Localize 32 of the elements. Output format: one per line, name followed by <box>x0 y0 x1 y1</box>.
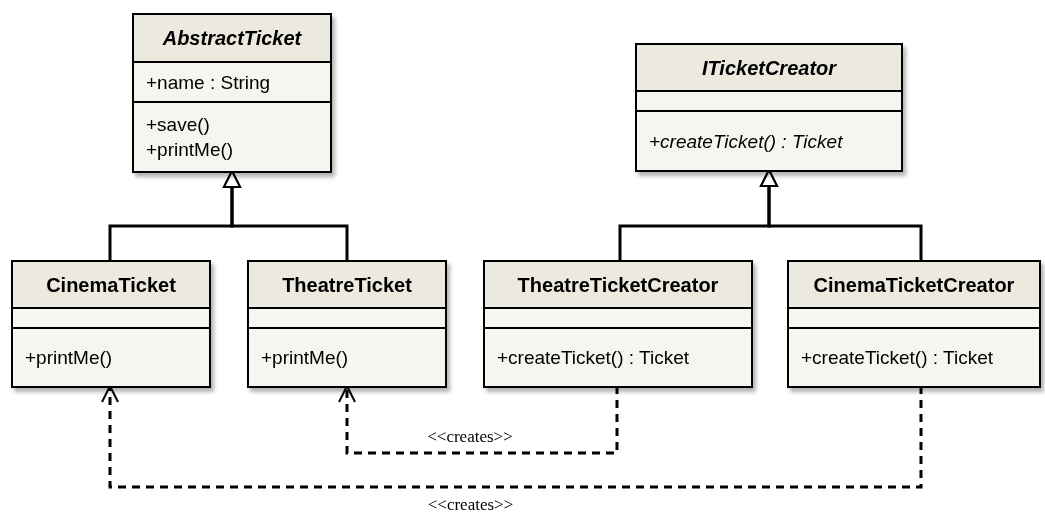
class-compartment <box>134 61 330 101</box>
class-name: TheatreTicket <box>282 272 412 298</box>
uml-class-box <box>132 13 332 173</box>
class-name: CinemaTicket <box>46 272 176 298</box>
uml-class-box <box>11 260 211 388</box>
empty-compartment <box>789 307 1039 327</box>
class-name: CinemaTicketCreator <box>813 272 1015 298</box>
uml-class-box <box>787 260 1041 388</box>
class-compartment <box>249 327 445 386</box>
class-compartment <box>789 327 1039 386</box>
class-compartment <box>13 327 209 386</box>
class-member: +printMe() <box>146 138 235 162</box>
class-name: AbstractTicket <box>162 26 302 51</box>
class-member: +createTicket() : Ticket <box>497 346 690 370</box>
uml-class-box <box>247 260 447 388</box>
empty-compartment <box>485 307 751 327</box>
class-member: +save() <box>146 113 211 137</box>
class-name: TheatreTicketCreator <box>517 272 719 298</box>
empty-compartment <box>13 307 209 327</box>
class-name: ITicketCreator <box>701 55 837 81</box>
class-member: +createTicket() : Ticket <box>801 346 994 370</box>
uml-class-box <box>635 43 903 172</box>
class-member: +printMe() <box>25 346 114 370</box>
class-member: +printMe() <box>261 346 350 370</box>
class-compartment <box>485 327 751 386</box>
uml-class-box <box>483 260 753 388</box>
class-compartment <box>134 101 330 171</box>
class-compartment <box>637 110 901 170</box>
empty-compartment <box>637 90 901 110</box>
class-member: +createTicket() : Ticket <box>649 129 844 154</box>
empty-compartment <box>249 307 445 327</box>
class-member: +name : String <box>146 70 272 95</box>
